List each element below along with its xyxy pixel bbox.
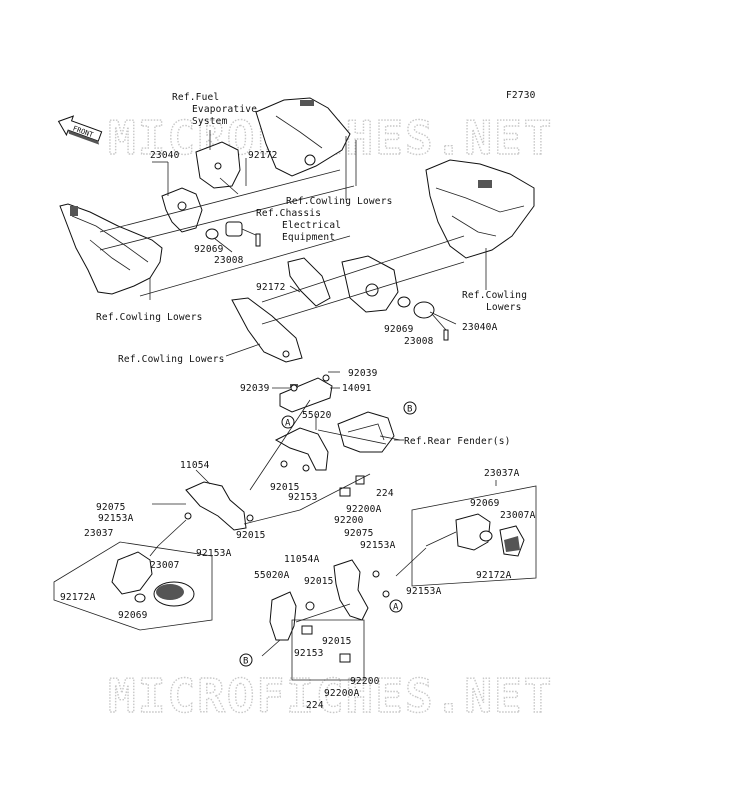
small-fasteners (184, 374, 390, 663)
rear-fender-bracket-line (347, 423, 385, 441)
bracket-11054-shape (185, 481, 247, 531)
front-arrow-icon: FRONT (57, 115, 103, 145)
label-14091: 14091 (342, 383, 372, 394)
label-92069-right: 92069 (384, 324, 414, 335)
circle-marker-b-bottom: B (239, 653, 253, 667)
label-23008-right: 23008 (404, 336, 434, 347)
cowling-lower-right-line (435, 187, 525, 213)
label-92069-l2: 92069 (118, 610, 148, 621)
label-ref-cowling-lowers-2: Ref.Cowling Lowers (96, 312, 203, 323)
cowling-lower-left-line (71, 215, 149, 263)
cowling-lower-right-line2 (451, 215, 497, 237)
turn-signal-right-shape (397, 296, 449, 341)
label-ref-system: System (192, 116, 228, 127)
label-23007A: 23007A (500, 510, 536, 521)
label-23040A: 23040A (462, 322, 498, 333)
callout-frames (53, 485, 537, 681)
cowling-lower-right-shape (425, 159, 535, 259)
guide-lines-top (99, 136, 465, 325)
leader-lines (149, 130, 497, 505)
label-92015-c: 92015 (304, 576, 334, 587)
label-55020A: 55020A (254, 570, 290, 581)
label-92153A-c: 92153A (360, 540, 396, 551)
svg-text:B: B (243, 657, 248, 667)
label-92200: 92200 (350, 676, 380, 687)
circle-marker-b-top: B (403, 401, 417, 415)
label-224-b: 224 (306, 700, 324, 711)
label-92200A-a: 92200A (346, 504, 382, 515)
label-92039-a: 92039 (348, 368, 378, 379)
label-23037A: 23037A (484, 468, 520, 479)
svg-text:A: A (393, 603, 399, 613)
label-ref-electrical: Electrical (282, 220, 341, 231)
bracket-23040-hole (177, 201, 187, 211)
bracket-55020A-shape (269, 591, 297, 641)
fuel-evap-hole (214, 162, 222, 170)
guide-lines-bottom (157, 399, 427, 657)
label-ref-cowling-r1: Ref.Cowling (462, 290, 527, 301)
label-92200A-b: 92200A (324, 688, 360, 699)
label-92015-d: 92015 (322, 636, 352, 647)
cowling-lower-small-hole (282, 350, 290, 358)
label-92069-left: 92069 (194, 244, 224, 255)
upper-cowling-line (275, 115, 323, 149)
cowling-lower-small-shape (231, 297, 303, 363)
label-92172-top: 92172 (248, 150, 278, 161)
label-92153A-a: 92153A (98, 513, 134, 524)
upper-cowling-shape (255, 97, 351, 177)
label-11054: 11054 (180, 460, 210, 471)
cowling-lower-right-shade (478, 180, 492, 188)
label-92075-a: 92075 (96, 502, 126, 513)
svg-text:A: A (285, 419, 291, 429)
label-224-a: 224 (376, 488, 394, 499)
turn-signal-left-shape (205, 221, 261, 247)
label-ref-chassis: Ref.Chassis (256, 208, 321, 219)
label-92069-r2: 92069 (470, 498, 500, 509)
label-ref-cowling-lowers-3: Ref.Cowling Lowers (118, 354, 225, 365)
bracket-55020-shape (274, 427, 329, 471)
svg-text:B: B (407, 405, 412, 415)
rear-fender-bracket-shape (337, 411, 395, 453)
circle-marker-a-top: A (281, 415, 295, 429)
turn-signal-23037-shape (111, 545, 195, 607)
label-23007: 23007 (150, 560, 180, 571)
label-92153-a: 92153 (288, 492, 318, 503)
label-23008-left: 23008 (214, 255, 244, 266)
turn-signal-23037A-shape (425, 513, 525, 557)
label-92075-b: 92075 (344, 528, 374, 539)
mid-bracket-shape (287, 257, 331, 307)
label-11054A: 11054A (284, 554, 320, 565)
label-92200-a: 92200 (334, 515, 364, 526)
label-92172A-r: 92172A (476, 570, 512, 581)
cowling-lower-left-shape (59, 203, 163, 295)
label-23040: 23040 (150, 150, 180, 161)
label-92153-b: 92153 (294, 648, 324, 659)
label-92153A-b: 92153A (196, 548, 232, 559)
label-92015-b: 92015 (236, 530, 266, 541)
label-ref-evap: Evaporative (192, 104, 257, 115)
plate-14091-shape (279, 377, 333, 413)
label-ref-cowling-lowers-1: Ref.Cowling Lowers (286, 196, 393, 207)
label-ref-fuel: Ref.Fuel (172, 92, 219, 103)
label-ref-equipment: Equipment (282, 232, 335, 243)
label-92172-mid: 92172 (256, 282, 286, 293)
upper-cowling-hole (304, 154, 316, 166)
label-92153A-d: 92153A (406, 586, 442, 597)
label-23037: 23037 (84, 528, 114, 539)
label-ref-rear-fender: Ref.Rear Fender(s) (404, 436, 511, 447)
label-ref-cowling-r2: Lowers (486, 302, 522, 313)
label-92015-a: 92015 (270, 482, 300, 493)
cowling-lower-left-line2 (89, 239, 131, 271)
diagram-code: F2730 (506, 90, 536, 101)
cowling-lower-left-shade (70, 206, 78, 216)
label-92172A-l: 92172A (60, 592, 96, 603)
upper-cowling-shade (300, 100, 314, 106)
watermark-bottom: MICROFICHES.NET (108, 669, 553, 723)
label-92039-b: 92039 (240, 383, 270, 394)
bracket-11054A-shape (333, 559, 369, 621)
circle-marker-a-bottom: A (389, 599, 403, 613)
label-55020: 55020 (302, 410, 332, 421)
